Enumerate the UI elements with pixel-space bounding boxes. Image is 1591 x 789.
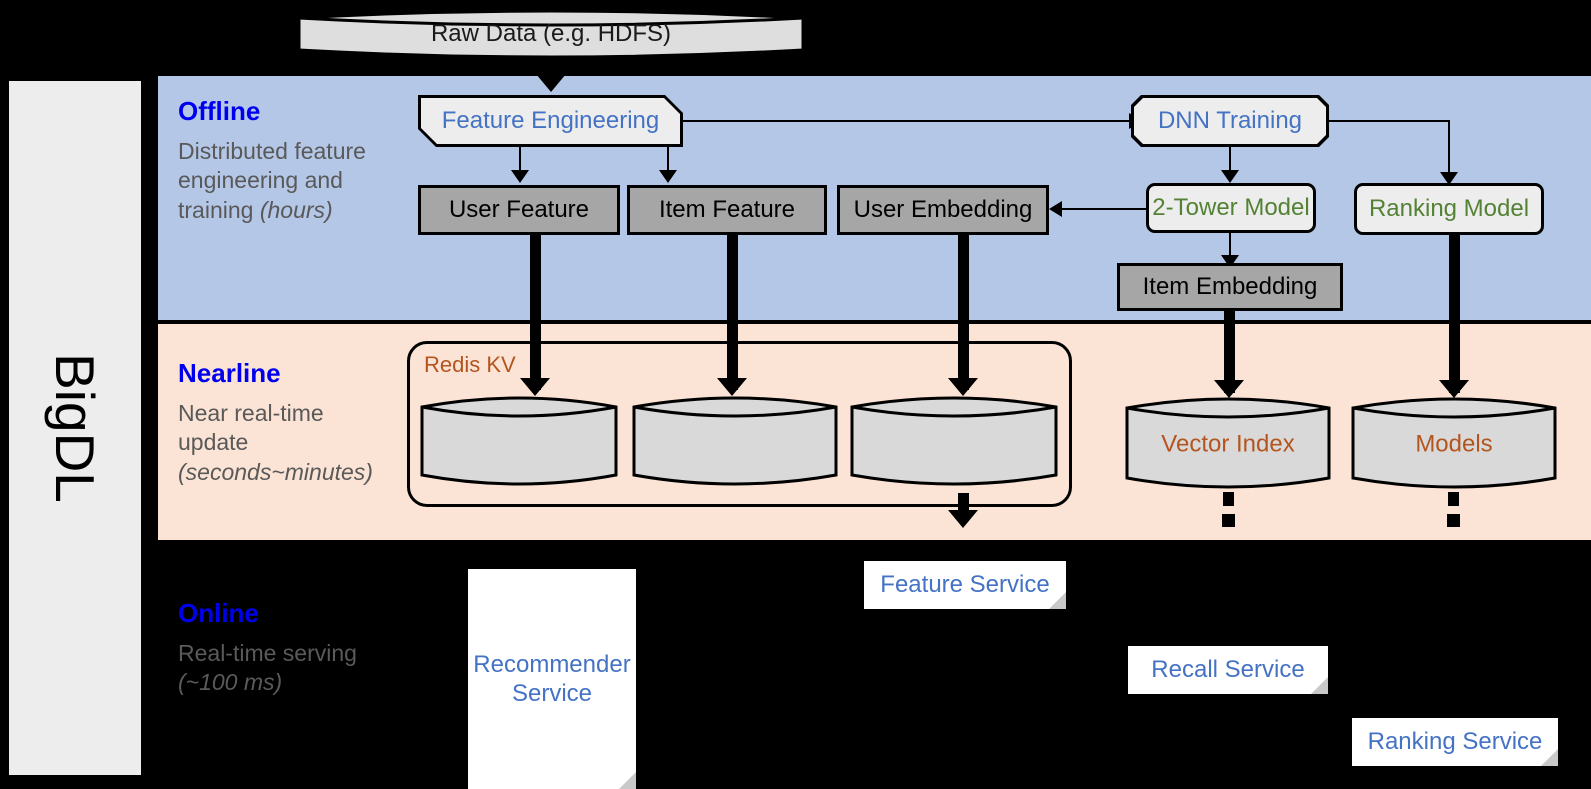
redis-store-user-feature [419,389,619,493]
pipe-vectorindex-recall-seg1 [1223,492,1234,506]
recall-service-card[interactable]: Recall Service [1128,646,1328,694]
feature-engineering-node[interactable]: Feature Engineering [418,95,683,147]
pipe-models-ranking-seg2 [1447,514,1460,527]
band-heading-offline: Offline Distributed feature engineering … [178,96,393,225]
connector-dnn-twotower [1229,147,1231,175]
recall-service-label: Recall Service [1151,656,1305,684]
pipe-userfeature-store [530,235,541,390]
arrowhead-rawdata-fe [536,74,566,92]
arrowhead-itemfeature-store [717,378,747,396]
connector-twotower-userembedding [1062,208,1148,210]
feature-service-card[interactable]: Feature Service [864,561,1066,609]
connector-rawdata-fe [550,64,552,82]
feature-engineering-label: Feature Engineering [421,98,680,144]
band-title-online: Online [178,598,259,628]
redis-kv-label: Redis KV [424,352,516,377]
redis-store-user-embedding [849,389,1059,493]
models-label: Models [1415,430,1493,458]
user-embedding-label: User Embedding [853,196,1033,224]
arrowhead-itemembedding-vectorindex [1214,380,1244,398]
ranking-model-label: Ranking Model [1368,195,1530,223]
raw-data-store: Raw Data (e.g. HDFS) [296,4,806,64]
redis-kv-container [407,341,1072,507]
user-embedding-node[interactable]: User Embedding [837,185,1049,235]
arrowhead-rankingmodel-models [1439,380,1469,398]
band-heading-nearline: Nearline Near real-time update (seconds~… [178,358,393,487]
connector-dnn-ranking-v [1448,120,1450,180]
ranking-service-label: Ranking Service [1367,728,1543,756]
item-feature-label: Item Feature [658,196,796,224]
two-tower-model-node[interactable]: 2-Tower Model [1146,183,1316,233]
connector-fe-dnn [683,120,1133,122]
ranking-service-card[interactable]: Ranking Service [1352,718,1558,766]
dnn-training-node[interactable]: DNN Training [1131,95,1329,147]
ranking-model-node[interactable]: Ranking Model [1354,183,1544,235]
arrowhead-fe-userfeature [511,170,529,183]
band-title-offline: Offline [178,96,261,126]
connector-dnn-ranking-h [1329,120,1449,122]
dnn-training-label: DNN Training [1134,98,1326,144]
connector-fe-itemfeature [667,147,669,177]
pipe-redis-featureservice [958,493,969,515]
pipe-itemembedding-vectorindex [1224,311,1235,393]
pipe-userembedding-store [958,235,969,390]
user-feature-label: User Feature [448,196,590,224]
arrowhead-fe-itemfeature [659,170,677,183]
vector-index-store: Vector Index [1124,390,1332,496]
bigdl-label: BigDL [44,353,106,503]
item-embedding-label: Item Embedding [1142,273,1318,301]
vector-index-label: Vector Index [1161,430,1295,458]
band-heading-online: Online Real-time serving (~100 ms) [178,598,393,698]
feature-service-label: Feature Service [880,571,1050,599]
arrowhead-userembedding-store [948,378,978,396]
pipe-itemfeature-store [727,235,738,390]
band-desc-online: Real-time serving (~100 ms) [178,640,357,696]
ranking-service-body [1352,718,1558,766]
raw-data-label: Raw Data (e.g. HDFS) [430,20,672,47]
arrowhead-redis-featureservice [948,510,978,528]
item-feature-node[interactable]: Item Feature [627,185,827,235]
band-desc-nearline: Near real-time update (seconds~minutes) [178,400,373,485]
pipe-models-ranking-seg1 [1448,492,1459,506]
redis-store-item-feature [631,389,839,493]
pipe-rankingmodel-models [1449,235,1460,393]
feature-service-body [864,561,1066,609]
connector-twotower-itemembedding [1229,233,1231,263]
arrowhead-userfeature-store [520,378,550,396]
arrowhead-dnn-twotower [1221,170,1239,183]
pipe-vectorindex-recall-seg2 [1222,514,1235,527]
band-title-nearline: Nearline [178,358,281,388]
item-embedding-node[interactable]: Item Embedding [1117,263,1343,311]
user-feature-node[interactable]: User Feature [418,185,620,235]
arrowhead-dnn-ranking [1440,172,1458,185]
models-store: Models [1350,390,1558,496]
band-desc-offline: Distributed feature engineering and trai… [178,138,366,223]
arrowhead-twotower-userembedding [1049,201,1062,217]
connector-fe-userfeature [519,147,521,177]
bigdl-sidebar: BigDL [6,78,144,778]
two-tower-model-label: 2-Tower Model [1152,194,1310,222]
recommender-service-body [468,569,636,789]
recall-service-body [1128,646,1328,694]
